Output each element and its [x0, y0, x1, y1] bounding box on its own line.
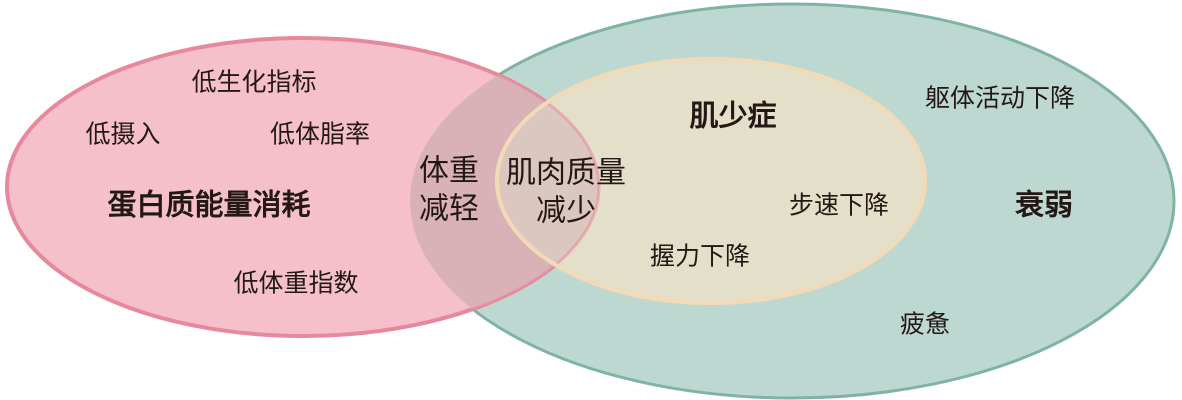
- muscle-loss-line2: 减少: [536, 193, 596, 228]
- label-low-body-fat: 低体脂率: [269, 119, 371, 149]
- label-gait-speed: 步速下降: [788, 190, 890, 220]
- weight-loss-line2: 减轻: [419, 191, 479, 226]
- label-muscle-loss: 肌肉质量 减少: [506, 155, 626, 230]
- label-low-bmi: 低体重指数: [233, 268, 359, 298]
- label-weight-loss: 体重 减轻: [419, 153, 479, 228]
- weight-loss-line1: 体重: [419, 153, 479, 189]
- muscle-loss-line1: 肌肉质量: [506, 155, 626, 191]
- label-fatigue: 疲惫: [899, 309, 951, 339]
- malnutrition-title: 蛋白质能量消耗: [107, 187, 311, 222]
- malnutrition-frailty-overlap: [410, 38, 599, 336]
- label-low-biochem: 低生化指标: [191, 67, 317, 97]
- malnutrition-outline: [5, 36, 601, 338]
- label-low-intake: 低摄入: [85, 119, 161, 149]
- sarcopenia-outline: [495, 57, 927, 305]
- label-grip-strength: 握力下降: [649, 241, 751, 271]
- sarcopenia-title: 肌少症: [689, 98, 777, 133]
- label-physical-activity: 躯体活动下降: [924, 83, 1076, 113]
- frailty-title: 衰弱: [1014, 187, 1074, 222]
